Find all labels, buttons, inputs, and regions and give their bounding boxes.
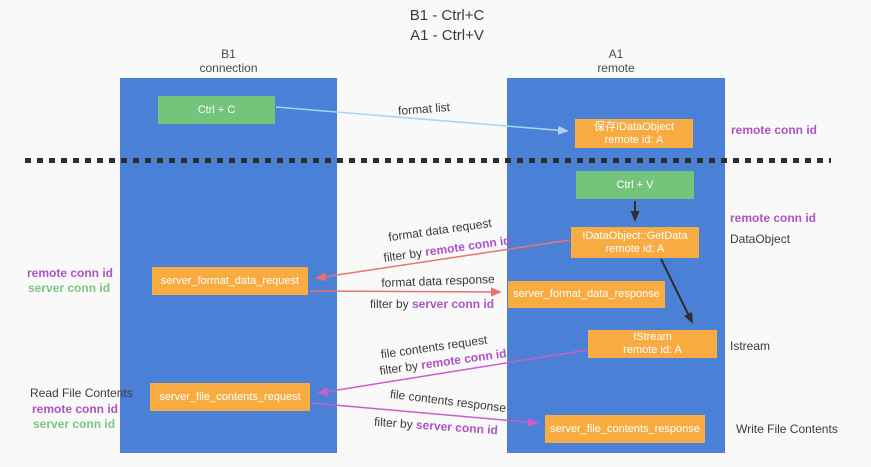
title-line-1: B1 - Ctrl+C [409,7,485,24]
getdata-line2: remote id: A [605,242,665,255]
right-column-title: A1 [608,47,624,61]
server-conn-id-label-left-2: server conn id [33,417,116,431]
filter-by-text: filter by [378,358,423,378]
write-file-contents-label: Write File Contents [736,422,838,436]
format-list-label: format list [397,99,451,119]
session-divider-dashed-line [25,158,831,163]
dataobject-label: DataObject [730,232,791,246]
format-data-response-arrow [309,287,502,297]
remote-conn-id-label-right: remote conn id [730,211,817,225]
istream-line2: remote id: A [623,344,682,356]
server-format-data-request-box: server_format_data_request [152,267,308,295]
right-column-header: A1 remote [507,47,725,75]
filter-by-text: filter by [373,414,417,432]
ctrl-c-label: Ctrl + C [197,103,236,116]
remote-conn-id-label-left-2: remote conn id [32,402,119,416]
read-file-contents-label: Read File Contents [30,386,133,400]
file-contents-response-label: file contents response [389,386,507,416]
format-data-response-label: format data response [381,272,495,290]
istream-box: IStream remote id: A [588,330,717,358]
filter-by-text: filter by [369,297,412,311]
server-format-data-response-box: server_format_data_response [508,281,665,308]
left-column-subtitle: connection [199,61,258,75]
server-file-contents-response-label: server_file_contents_response [550,422,700,435]
istream-line1: IStream [633,331,672,343]
title-line-2: A1 - Ctrl+V [410,27,484,44]
server-conn-id-highlight: server conn id [415,417,499,438]
ctrl-c-box: Ctrl + C [158,96,275,124]
right-column-subtitle: remote [597,61,635,75]
istream-side-label: Istream [730,339,771,353]
server-file-contents-request-box: server_file_contents_request [150,383,310,411]
getdata-line1: IDataObject::GetData [582,229,688,242]
saved-idataobject-line1: 保存IDataObject [593,120,675,133]
saved-idataobject-box: 保存IDataObject remote id: A [575,119,693,148]
file-contents-response-filter-label: filter by server conn id [374,415,499,438]
remote-conn-id-label-left-1: remote conn id [27,266,114,280]
server-conn-id-highlight: server conn id [411,297,495,311]
server-conn-id-label-left-1: server conn id [28,281,111,295]
filter-by-text: filter by [382,245,427,265]
server-file-contents-request-label: server_file_contents_request [159,390,301,403]
server-format-data-response-label: server_format_data_response [513,288,660,300]
remote-conn-id-label-top-right: remote conn id [731,123,818,137]
format-data-response-filter-label: filter by server conn id [370,297,494,311]
ctrl-v-label: Ctrl + V [616,178,654,191]
saved-idataobject-line2: remote id: A [604,133,664,146]
left-column-title: B1 [221,47,236,61]
idataobject-getdata-box: IDataObject::GetData remote id: A [571,227,699,258]
ctrl-v-box: Ctrl + V [576,171,694,199]
server-file-contents-response-box: server_file_contents_response [545,415,705,443]
server-format-data-request-label: server_format_data_request [160,274,300,287]
left-column-header: B1 connection [120,47,337,75]
diagram-title: B1 - Ctrl+C A1 - Ctrl+V [410,6,485,46]
